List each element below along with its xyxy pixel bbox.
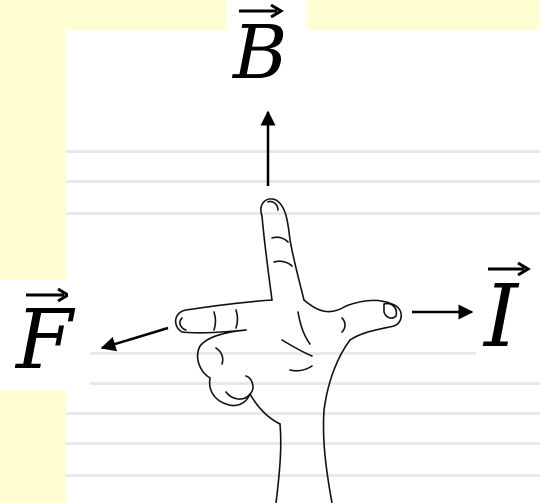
vector-arrow-icon [484, 262, 534, 276]
arrow-f [102, 328, 168, 348]
vector-arrow-icon [16, 288, 68, 302]
hand-outline [176, 199, 402, 503]
vector-i-symbol: I [484, 262, 518, 360]
vector-f-label: F [16, 288, 73, 382]
vector-i-label: I [484, 262, 518, 360]
vector-b-label: B [233, 4, 287, 90]
vector-f-symbol: F [16, 288, 73, 382]
vector-arrow-icon [233, 4, 285, 18]
